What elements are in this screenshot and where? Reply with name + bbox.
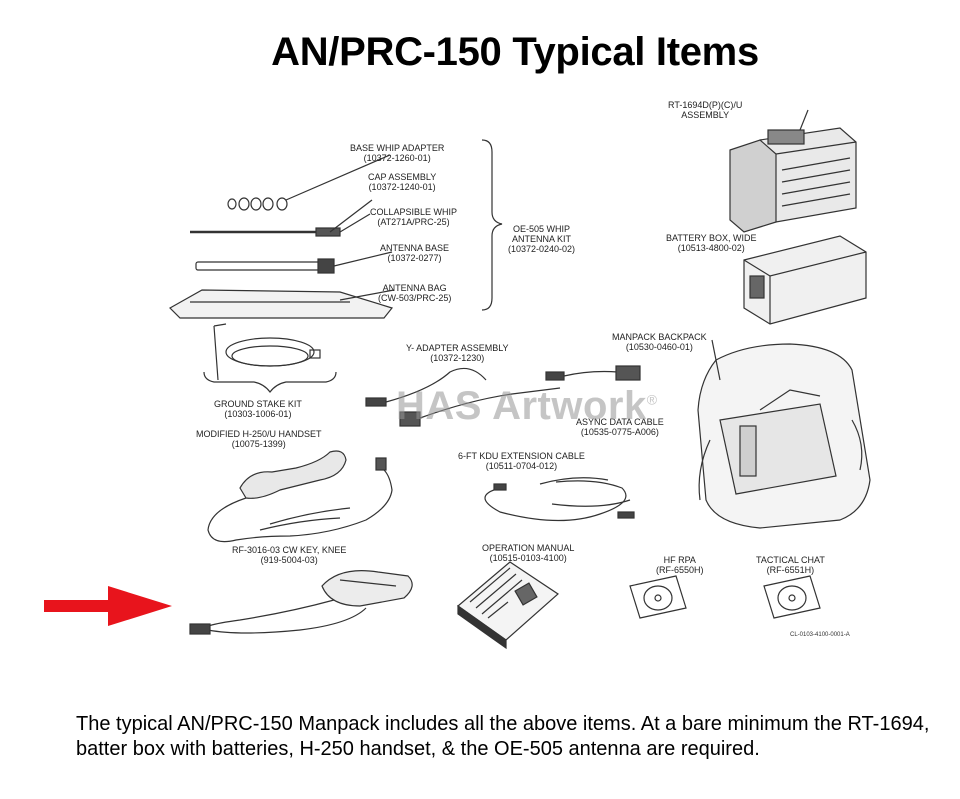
label-ground-stake: GROUND STAKE KIT(10303-1006-01) <box>214 399 302 419</box>
hf-rpa-cd-icon <box>629 575 687 619</box>
kit-brace <box>481 139 503 311</box>
label-async-cable: ASYNC DATA CABLE(10535-0775-A006) <box>576 417 664 437</box>
label-base-whip-adapter: BASE WHIP ADAPTER(10372-1260-01) <box>350 143 445 163</box>
label-collapsible-whip: COLLAPSIBLE WHIP(AT271A/PRC-25) <box>370 207 458 227</box>
label-operation-manual: OPERATION MANUAL(10515-0103-4100) <box>482 543 575 563</box>
red-arrow-icon <box>44 586 172 626</box>
label-y-adapter: Y- ADAPTER ASSEMBLY(10372-1230) <box>406 343 509 363</box>
label-manpack-backpack: MANPACK BACKPACK(10530-0460-01) <box>612 332 707 352</box>
label-cap-assembly: CAP ASSEMBLY(10372-1240-01) <box>368 172 437 192</box>
manpack-backpack-icon <box>697 339 871 529</box>
label-cw-key: RF-3016-03 CW KEY, KNEE(919-5004-03) <box>232 545 347 565</box>
antenna-bag-icon <box>169 289 395 319</box>
label-kdu-cable: 6-FT KDU EXTENSION CABLE(10511-0704-012) <box>458 451 585 471</box>
handset-icon <box>207 450 393 543</box>
caption: The typical AN/PRC-150 Manpack includes … <box>76 713 930 760</box>
cap-assembly-icon <box>227 154 391 211</box>
battery-box-icon <box>743 235 867 325</box>
kdu-cable-icon <box>484 477 635 522</box>
figure-id: CL-0103-4100-0001-A <box>790 632 850 638</box>
label-antenna-bag: ANTENNA BAG(CW-503/PRC-25) <box>378 283 452 303</box>
antenna-base-icon <box>195 251 393 274</box>
cw-key-icon <box>189 570 413 635</box>
collapsible-whip-icon <box>190 199 373 237</box>
y-adapter-icon <box>365 365 641 427</box>
label-tactical-chat: TACTICAL CHAT(RF-6551H) <box>756 555 825 575</box>
page-title: AN/PRC-150 Typical Items <box>271 30 759 74</box>
operation-manual-icon <box>457 561 559 650</box>
ground-stake-icon <box>203 323 337 393</box>
label-hf-rpa: HF RPA(RF-6550H) <box>656 555 704 575</box>
rt1694-radio-icon <box>729 109 857 233</box>
label-battery-box: BATTERY BOX, WIDE(10513-4800-02) <box>666 233 757 253</box>
tactical-chat-cd-icon <box>763 575 821 619</box>
label-handset: MODIFIED H-250/U HANDSET(10075-1399) <box>196 429 322 449</box>
watermark: HAS Artwork® <box>396 384 658 428</box>
label-antenna-base: ANTENNA BASE(10372-0277) <box>380 243 450 263</box>
